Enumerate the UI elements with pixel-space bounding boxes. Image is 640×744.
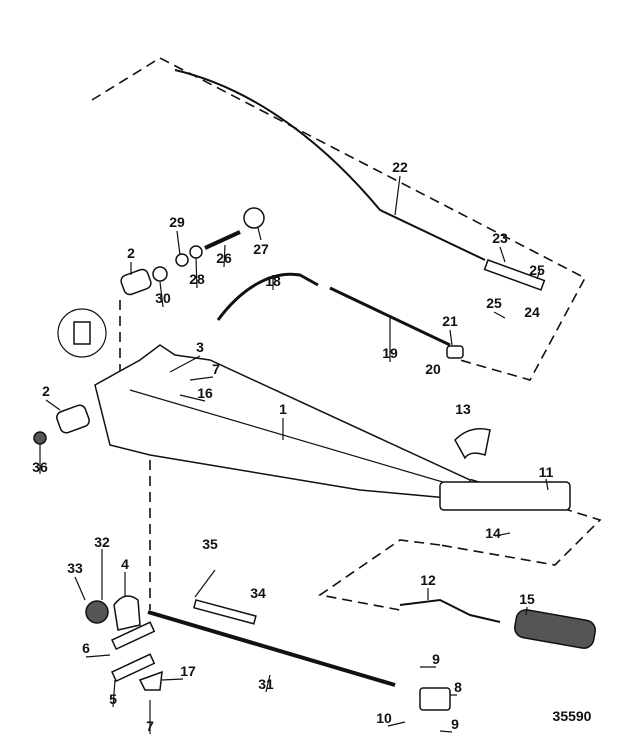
callout: 10 [376,710,392,726]
callout: 20 [425,361,441,377]
callout: 11 [539,464,554,480]
callout-labels: 22 23 25 25 24 2 29 27 26 28 30 18 21 19… [32,159,553,734]
callout: 9 [451,716,459,732]
callout: 14 [485,525,501,541]
bolt-26 [204,230,241,250]
callout: 24 [524,304,540,320]
bracket-5 [111,653,156,683]
block-8 [419,687,451,711]
callout: 23 [492,230,508,246]
callout: 22 [392,159,408,175]
callout: 15 [519,591,535,607]
callout: 21 [442,313,458,329]
nut-36 [33,431,47,445]
callout: 1 [279,401,287,417]
callout: 6 [82,640,90,656]
callout: 34 [250,585,266,601]
throttle-cable [174,69,486,261]
callout: 33 [67,560,83,576]
callout: 9 [432,651,440,667]
callout: 27 [253,241,269,257]
pivot-dash-line [119,300,151,610]
callout: 28 [189,271,205,287]
tiller-extension [439,481,571,511]
callout: 35 [202,536,218,552]
plate-4 [113,595,141,631]
callout: 25 [529,262,545,278]
callout: 17 [180,663,196,679]
bushing-upper [120,268,152,296]
callout: 19 [382,345,398,361]
callout: 3 [196,339,204,355]
cable-18 [216,272,319,321]
wire-12 [399,598,501,623]
callout: 32 [94,534,110,550]
callout: 31 [258,676,274,692]
clamp-17 [138,670,163,691]
callout: 12 [420,572,436,588]
shaft-31 [147,610,396,687]
grommet-27 [243,207,265,229]
gear-33 [85,600,109,624]
callout: 16 [197,385,213,401]
figure-number: 35590 [553,708,592,724]
cable-end-tube [483,259,546,291]
callout: 4 [121,556,129,572]
connector-20 [446,345,464,359]
callout: 13 [455,401,471,417]
callout: 7 [146,718,154,734]
callout: 36 [32,459,48,475]
bracket-6 [111,621,156,651]
callout: 26 [216,250,232,266]
callout: 29 [169,214,185,230]
callout: 7 [212,361,220,377]
grip-15 [514,609,596,649]
callout: 30 [155,290,171,306]
grip-13 [454,428,491,460]
callout: 2 [127,245,135,261]
bushing-lower [56,404,90,434]
callout: 5 [109,691,117,707]
callout: 25 [486,295,502,311]
sticker-34 [193,599,257,625]
bushing-detail-circle [57,308,107,358]
callout: 2 [42,383,50,399]
callout: 18 [265,273,281,289]
callout: 8 [454,679,462,695]
cable-group-outline [91,57,587,381]
